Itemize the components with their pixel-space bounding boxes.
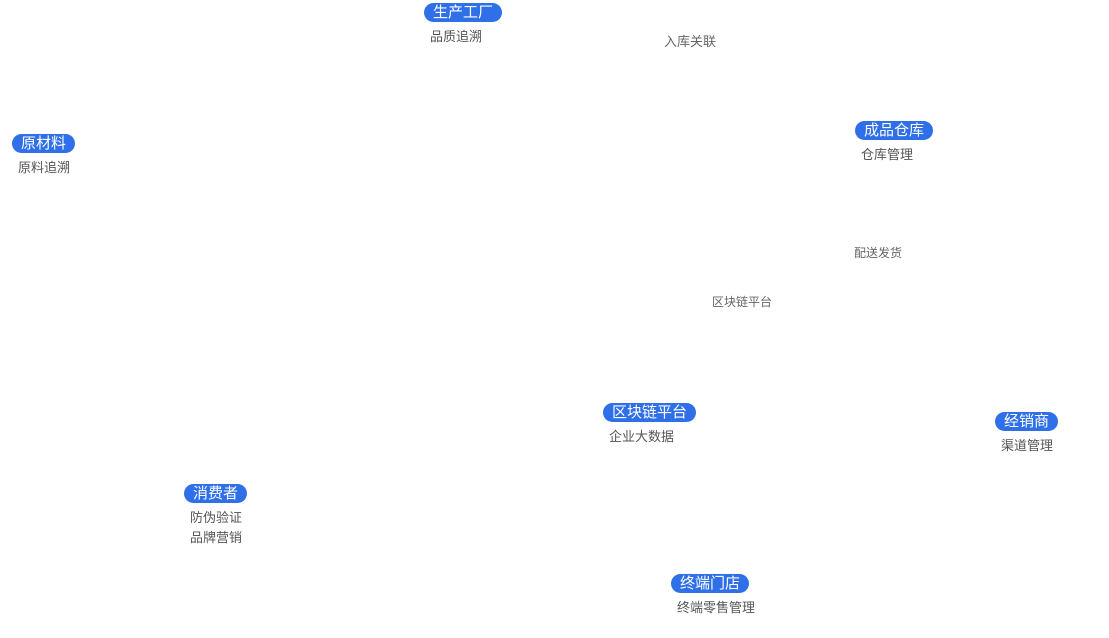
node-store-sub-retail: 终端零售管理	[677, 601, 756, 616]
node-store-title: 终端门店	[671, 574, 750, 593]
node-raw-material-title: 原材料	[12, 134, 76, 153]
node-consumer-title: 消费者	[184, 484, 248, 503]
node-dealer-sub-channel: 渠道管理	[1001, 439, 1054, 454]
node-warehouse-sub-management: 仓库管理	[861, 148, 914, 163]
node-consumer-sub-brand-marketing: 品牌营销	[190, 531, 243, 546]
edge-label-blockchain-platform: 区块链平台	[712, 295, 773, 309]
node-warehouse: 成品仓库 仓库管理	[855, 120, 934, 166]
node-blockchain-title: 区块链平台	[603, 403, 697, 422]
edge-label-delivery: 配送发货	[854, 246, 903, 260]
node-warehouse-title: 成品仓库	[855, 121, 934, 140]
node-factory-title: 生产工厂	[424, 3, 503, 22]
node-consumer: 消费者 防伪验证 品牌营销	[184, 483, 248, 549]
edge-label-storage-link: 入库关联	[664, 35, 717, 50]
node-raw-material-sub-trace: 原料追溯	[18, 161, 71, 176]
node-raw-material: 原材料 原料追溯	[12, 133, 76, 179]
node-blockchain: 区块链平台 企业大数据	[603, 402, 697, 448]
node-factory-sub-quality-trace: 品质追溯	[430, 30, 483, 45]
node-store: 终端门店 终端零售管理	[671, 573, 755, 619]
node-blockchain-sub-bigdata: 企业大数据	[609, 430, 675, 445]
node-factory: 生产工厂 品质追溯	[424, 2, 503, 48]
node-dealer: 经销商 渠道管理	[995, 411, 1059, 457]
node-dealer-title: 经销商	[995, 412, 1059, 431]
node-consumer-sub-anticounterfeit: 防伪验证	[190, 511, 243, 526]
